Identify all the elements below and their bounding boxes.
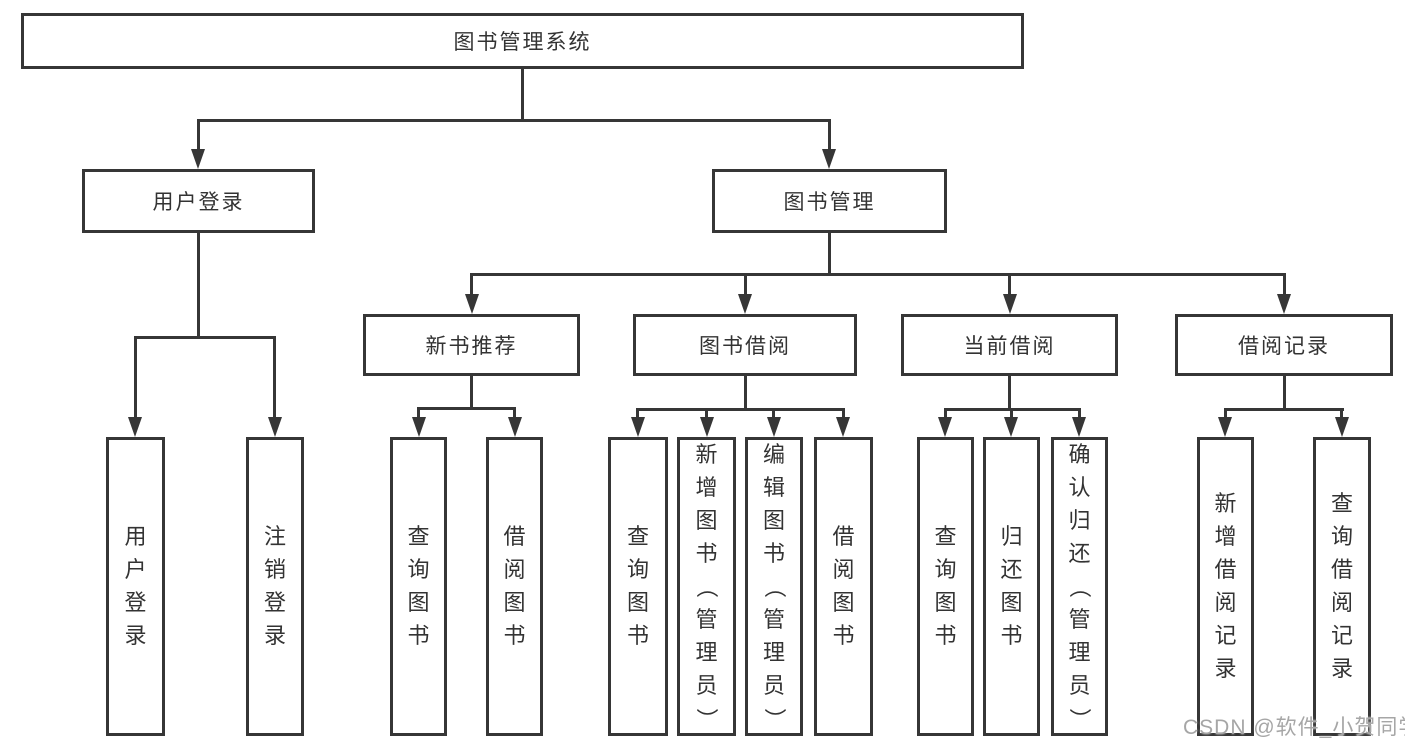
watermark: CSDN @软件_小贺同学 <box>1183 716 1405 739</box>
arrow-to-book-management <box>822 149 836 169</box>
arrow-to-records <box>1277 294 1291 314</box>
arrow-to-logout <box>268 417 282 437</box>
arrow-to-login <box>128 417 142 437</box>
connector-borrow-hline <box>636 408 845 411</box>
arrow-to-leaf <box>631 417 645 437</box>
arrow-to-leaf <box>1218 417 1232 437</box>
connector-records-hline <box>1224 408 1344 411</box>
leaf-query-books-current: 查询图书 <box>917 437 974 736</box>
connector-book-mgmt-stem <box>828 233 831 273</box>
connector-drop <box>513 407 516 417</box>
arrow-to-leaf <box>938 417 952 437</box>
arrow-to-leaf <box>700 417 714 437</box>
connector-recommend-stem <box>470 376 473 407</box>
connector-root-stem <box>521 69 524 119</box>
connector-recommend-hline <box>417 407 516 410</box>
node-borrow-records: 借阅记录 <box>1175 314 1393 376</box>
leaf-query-borrow-record: 查询借阅记录 <box>1313 437 1371 736</box>
connector-drop-current <box>1008 273 1011 294</box>
connector-drop-records <box>1283 273 1286 294</box>
arrow-to-borrow <box>738 294 752 314</box>
leaf-edit-books-admin: 编辑图书（管理员） <box>745 437 803 736</box>
leaf-query-books-recommend: 查询图书 <box>390 437 447 736</box>
connector-borrow-stem <box>744 376 747 408</box>
leaf-user-login: 用户登录 <box>106 437 165 736</box>
connector-drop <box>1224 408 1227 417</box>
arrow-to-leaf <box>508 417 522 437</box>
leaf-add-books-admin: 新增图书（管理员） <box>677 437 736 736</box>
node-current-borrow: 当前借阅 <box>901 314 1118 376</box>
connector-drop-user-login <box>197 119 200 149</box>
connector-drop <box>705 408 708 417</box>
arrow-to-current <box>1003 294 1017 314</box>
arrow-to-recommend <box>465 294 479 314</box>
leaf-confirm-return-admin: 确认归还（管理员） <box>1051 437 1108 736</box>
arrow-to-leaf <box>1072 417 1086 437</box>
connector-drop-book-management <box>828 119 831 149</box>
connector-drop-login <box>134 336 137 417</box>
connector-drop <box>772 408 775 417</box>
connector-drop <box>417 407 420 417</box>
leaf-return-books: 归还图书 <box>983 437 1040 736</box>
connector-records-stem <box>1283 376 1286 408</box>
arrow-to-leaf <box>412 417 426 437</box>
leaf-borrow-books: 借阅图书 <box>814 437 873 736</box>
connector-root-hline <box>198 119 831 122</box>
connector-drop <box>636 408 639 417</box>
node-user-login: 用户登录 <box>82 169 315 233</box>
arrow-to-leaf <box>836 417 850 437</box>
connector-drop-recommend <box>470 273 473 294</box>
arrow-to-leaf <box>1004 417 1018 437</box>
connector-book-mgmt-hline <box>470 273 1286 276</box>
connector-user-login-hline <box>134 336 276 339</box>
connector-current-stem <box>1008 376 1011 408</box>
connector-drop <box>1010 408 1013 417</box>
connector-drop <box>944 408 947 417</box>
arrow-to-user-login <box>191 149 205 169</box>
connector-drop-borrow <box>744 273 747 294</box>
leaf-query-books-borrow: 查询图书 <box>608 437 668 736</box>
leaf-logout: 注销登录 <box>246 437 304 736</box>
connector-drop <box>842 408 845 417</box>
leaf-borrow-books-recommend: 借阅图书 <box>486 437 543 736</box>
connector-user-login-stem <box>197 233 200 336</box>
node-book-borrow: 图书借阅 <box>633 314 857 376</box>
connector-drop <box>1078 408 1081 417</box>
connector-drop <box>1340 408 1343 417</box>
connector-drop-logout <box>273 336 276 417</box>
arrow-to-leaf <box>1335 417 1349 437</box>
arrow-to-leaf <box>767 417 781 437</box>
node-book-management: 图书管理 <box>712 169 947 233</box>
leaf-add-borrow-record: 新增借阅记录 <box>1197 437 1254 736</box>
node-library-management-system: 图书管理系统 <box>21 13 1024 69</box>
node-new-book-recommend: 新书推荐 <box>363 314 580 376</box>
